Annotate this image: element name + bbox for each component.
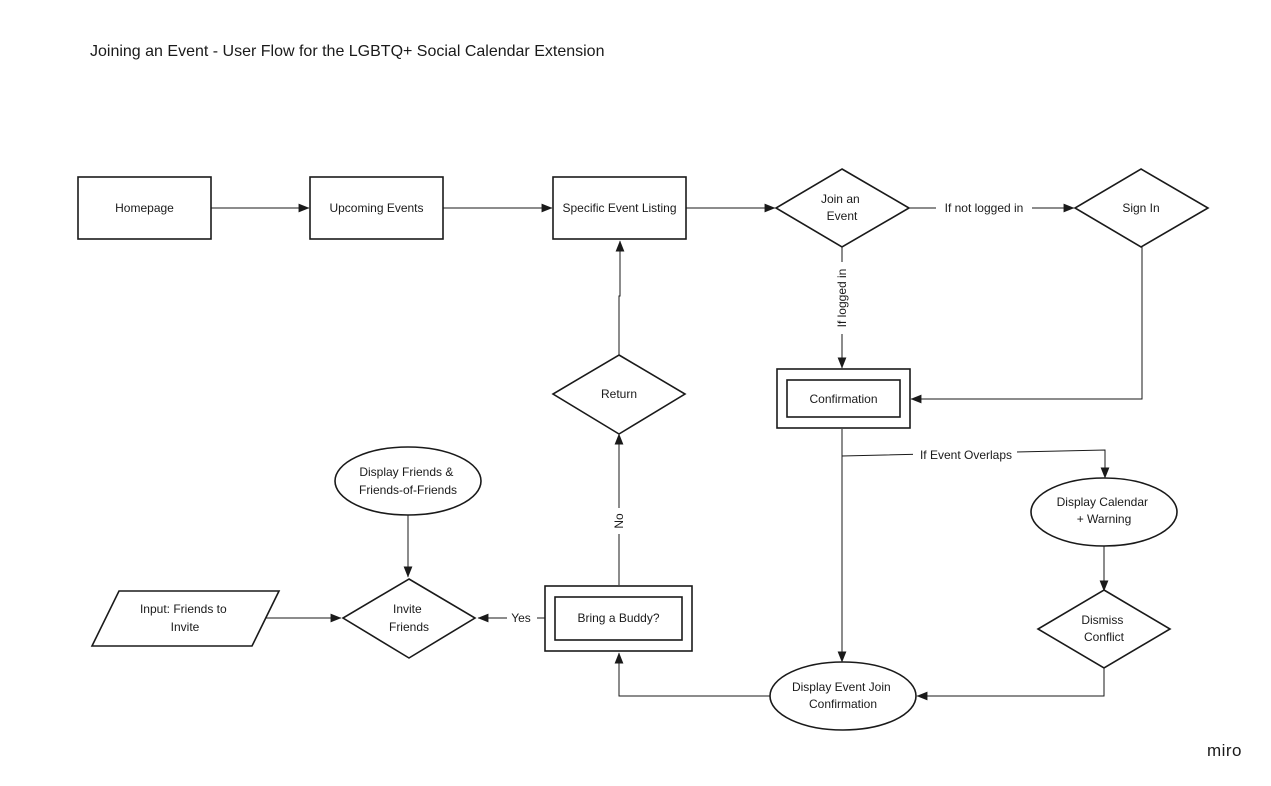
node-input-friends-line-1: Input: Friends to [140,602,227,616]
edge-return-to-listing[interactable] [615,240,625,355]
node-display-friends-line-1: Display Friends & [359,465,453,479]
node-bring-buddy-label: Bring a Buddy? [577,611,659,625]
node-input-friends-label: Input: Friends to Invite [140,602,230,634]
node-invite-friends-line-2: Friends [389,620,429,634]
edge-signin-to-confirmation[interactable] [910,247,1143,404]
node-bring-buddy[interactable]: Bring a Buddy? [544,585,693,652]
node-display-friends-label: Display Friends & Friends-of-Friends [359,465,457,497]
miro-logo: miro [1207,741,1242,760]
node-display-calendar-line-1: Display Calendar [1057,495,1148,509]
node-display-friends[interactable]: Display Friends & Friends-of-Friends [334,446,482,516]
node-display-friends-line-2: Friends-of-Friends [359,483,457,497]
node-join-event[interactable]: Join an Event [774,168,911,248]
node-sign-in-label: Sign In [1122,201,1159,215]
node-input-friends-line-2: Invite [171,620,200,634]
node-upcoming-events-label: Upcoming Events [329,201,423,215]
node-sign-in[interactable]: Sign In [1073,168,1210,248]
node-dismiss-conflict[interactable]: Dismiss Conflict [1036,589,1172,669]
label-yes: Yes [511,611,531,625]
label-not-logged-in: If not logged in [945,201,1024,215]
node-invite-friends-line-1: Invite [393,602,422,616]
node-dismiss-conflict-line-1: Dismiss [1081,613,1123,627]
node-homepage-label: Homepage [115,201,174,215]
edge-labels: If not logged in If logged in If Event O… [507,199,1032,627]
node-specific-event-listing-label: Specific Event Listing [562,201,676,215]
node-display-confirmation-line-1: Display Event Join [792,680,891,694]
label-logged-in: If logged in [835,269,849,328]
edge-display-confirmation-to-buddy[interactable] [614,652,770,697]
node-confirmation[interactable]: Confirmation [776,368,911,429]
node-join-event-line-1: Join an [821,192,860,206]
node-dismiss-conflict-label: Dismiss Conflict [1081,613,1126,644]
node-display-confirmation-label: Display Event Join Confirmation [792,680,894,711]
node-upcoming-events[interactable]: Upcoming Events [309,176,444,240]
node-display-calendar-line-2: + Warning [1077,512,1132,526]
node-invite-friends[interactable]: Invite Friends [341,578,477,659]
node-specific-event-listing[interactable]: Specific Event Listing [552,176,687,240]
node-dismiss-conflict-line-2: Conflict [1084,630,1125,644]
label-no: No [612,513,626,529]
node-invite-friends-label: Invite Friends [389,602,429,634]
node-input-friends[interactable]: Input: Friends to Invite [90,590,281,647]
node-display-confirmation[interactable]: Display Event Join Confirmation [769,661,917,731]
node-display-calendar[interactable]: Display Calendar + Warning [1030,477,1178,547]
node-homepage[interactable]: Homepage [77,176,212,240]
node-return[interactable]: Return [551,354,687,435]
label-event-overlaps: If Event Overlaps [920,448,1012,462]
node-display-calendar-label: Display Calendar + Warning [1057,495,1152,526]
node-display-confirmation-line-2: Confirmation [809,697,877,711]
node-join-event-line-2: Event [827,209,858,223]
node-join-event-label: Join an Event [821,192,863,223]
node-return-label: Return [601,387,637,401]
node-confirmation-label: Confirmation [809,392,877,406]
board-title: Joining an Event - User Flow for the LGB… [90,43,604,60]
edge-dismiss-to-display-confirmation[interactable] [916,668,1105,701]
